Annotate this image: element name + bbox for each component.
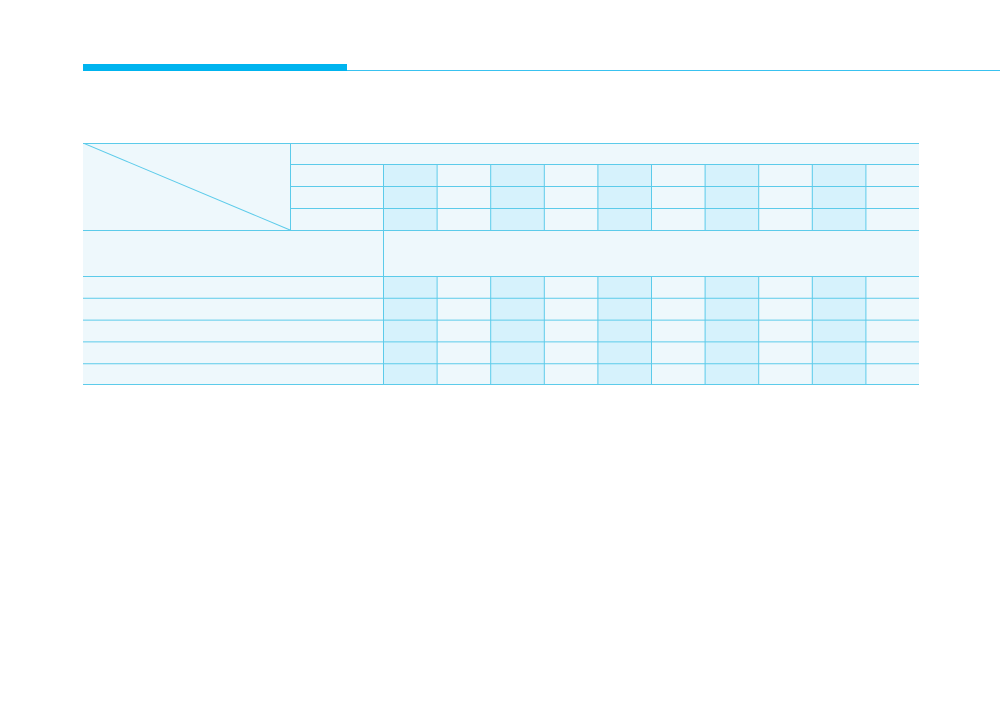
body-shaded-cell <box>811 276 866 385</box>
header-shaded-cell <box>704 164 759 230</box>
body-shaded-cell <box>383 276 437 385</box>
specification-table-grid <box>83 143 919 385</box>
table-cell-fills <box>83 143 919 385</box>
header-shaded-cell <box>811 164 866 230</box>
body-shaded-cell <box>704 276 759 385</box>
body-shaded-cell <box>597 276 651 385</box>
specification-table <box>83 143 919 385</box>
body-shaded-cell <box>490 276 544 385</box>
header-diagonal-line <box>83 143 291 231</box>
header-shaded-cell <box>383 164 437 230</box>
header-shaded-cell <box>597 164 651 230</box>
header-shaded-cell <box>490 164 544 230</box>
section-header-rule <box>347 70 1000 71</box>
section-accent-bar <box>83 64 347 71</box>
table-grid-lines <box>83 143 919 385</box>
